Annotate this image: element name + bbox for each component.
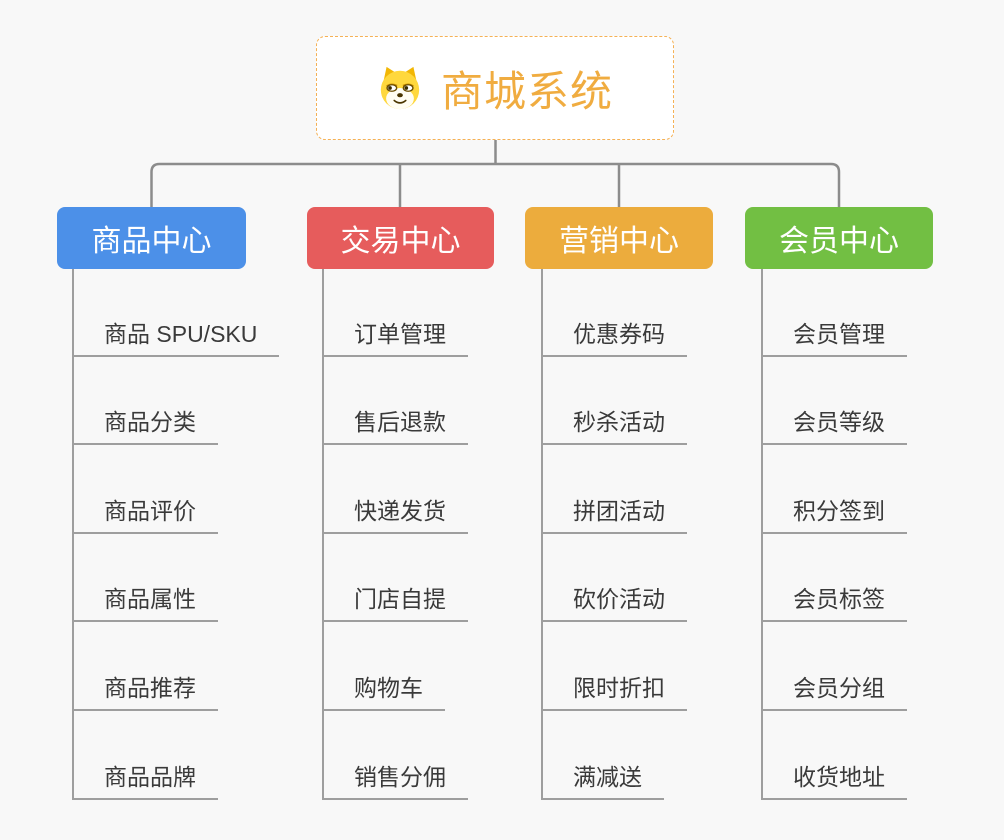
child-topic[interactable]: 商品推荐 <box>72 676 218 711</box>
child-topic[interactable]: 会员标签 <box>761 587 907 622</box>
branch-topic-marketing[interactable]: 营销中心 <box>525 207 713 269</box>
dog-face-icon <box>380 66 420 110</box>
child-topic[interactable]: 砍价活动 <box>541 587 687 622</box>
branch-topic-member[interactable]: 会员中心 <box>745 207 933 269</box>
child-topic[interactable]: 优惠券码 <box>541 322 687 357</box>
branch-topic-label: 营销中心 <box>559 225 679 258</box>
child-topic[interactable]: 商品属性 <box>72 587 218 622</box>
child-topic[interactable]: 订单管理 <box>322 322 468 357</box>
child-topic[interactable]: 限时折扣 <box>541 676 687 711</box>
child-topic[interactable]: 销售分佣 <box>322 765 468 800</box>
child-topic[interactable]: 秒杀活动 <box>541 410 687 445</box>
child-topic[interactable]: 商品品牌 <box>72 765 218 800</box>
branch-topic-label: 会员中心 <box>779 225 899 258</box>
child-topic[interactable]: 商品分类 <box>72 410 218 445</box>
child-topic[interactable]: 积分签到 <box>761 499 907 534</box>
branch-topic-label: 商品中心 <box>91 225 212 258</box>
child-topic[interactable]: 会员管理 <box>761 322 907 357</box>
child-topic[interactable]: 会员等级 <box>761 410 907 445</box>
child-topic[interactable]: 拼团活动 <box>541 499 687 534</box>
child-topic[interactable]: 满减送 <box>541 765 664 800</box>
child-topic[interactable]: 商品 SPU/SKU <box>72 322 280 357</box>
root-topic-label: 商城系统 <box>440 67 613 115</box>
branch-topic-trade[interactable]: 交易中心 <box>307 207 494 269</box>
branch-topic-goods[interactable]: 商品中心 <box>57 207 246 269</box>
child-topic[interactable]: 会员分组 <box>761 676 907 711</box>
child-topic[interactable]: 售后退款 <box>322 410 468 445</box>
child-topic[interactable]: 商品评价 <box>72 499 218 534</box>
root-topic[interactable]: 商城系统 <box>316 36 674 140</box>
branch-elbow-line <box>150 162 841 207</box>
child-topic[interactable]: 收货地址 <box>761 765 907 800</box>
child-topic[interactable]: 门店自提 <box>322 587 468 622</box>
branch-topic-label: 交易中心 <box>340 225 461 258</box>
child-topic[interactable]: 快递发货 <box>322 499 468 534</box>
child-topic[interactable]: 购物车 <box>322 676 445 711</box>
